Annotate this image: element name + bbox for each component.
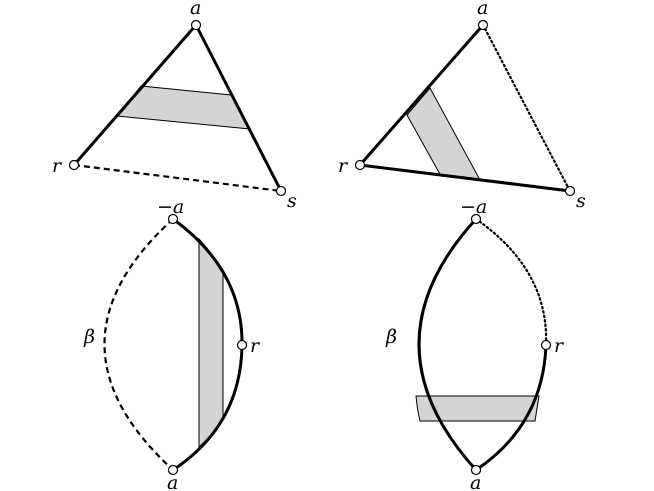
vertex-label-minus-a: −a <box>460 196 487 218</box>
arc-r-a <box>171 343 244 472</box>
vertex-label-a: a <box>190 0 201 19</box>
shaded-band <box>198 237 224 449</box>
arc-label-beta: β <box>83 326 95 348</box>
arc-minus-a-r <box>171 217 244 347</box>
vertex-label-r: r <box>250 335 261 357</box>
vertex-a <box>470 464 482 476</box>
arc-beta <box>417 217 478 472</box>
edge-a-r <box>358 23 485 167</box>
vertex-label-s: s <box>287 190 297 212</box>
arc-r-a <box>474 343 548 472</box>
arc-label-beta: β <box>385 326 397 348</box>
panel-top-left: a r s <box>52 0 297 212</box>
edge-r-s <box>358 163 572 193</box>
panel-bottom-right: −a r a β <box>385 196 565 491</box>
vertex-a <box>190 19 202 31</box>
vertex-label-r: r <box>338 155 349 177</box>
vertex-label-a: a <box>477 0 488 19</box>
vertex-r <box>354 159 366 171</box>
arc-beta <box>103 218 174 471</box>
vertex-label-s: s <box>576 190 586 212</box>
edge-a-r <box>72 23 198 167</box>
edge-a-s <box>481 23 572 193</box>
arc-minus-a-r <box>474 217 548 347</box>
edge-r-s <box>73 163 282 193</box>
vertex-a <box>167 464 179 476</box>
vertex-label-a: a <box>470 472 481 491</box>
panel-bottom-left: −a r a β <box>83 196 261 491</box>
vertex-minus-a <box>167 213 179 225</box>
vertex-minus-a <box>470 213 482 225</box>
vertex-label-minus-a: −a <box>157 196 184 218</box>
vertex-r <box>68 159 80 171</box>
shaded-band <box>406 87 481 181</box>
edge-a-s <box>194 23 283 193</box>
vertex-label-r: r <box>554 335 565 357</box>
vertex-label-a: a <box>167 472 178 491</box>
shaded-band <box>415 395 540 422</box>
vertex-r <box>236 339 248 351</box>
vertex-a <box>477 19 489 31</box>
vertex-s <box>275 185 287 197</box>
panel-top-right: a r s <box>338 0 586 212</box>
vertex-r <box>540 339 552 351</box>
vertex-s <box>564 185 576 197</box>
vertex-label-r: r <box>52 155 63 177</box>
